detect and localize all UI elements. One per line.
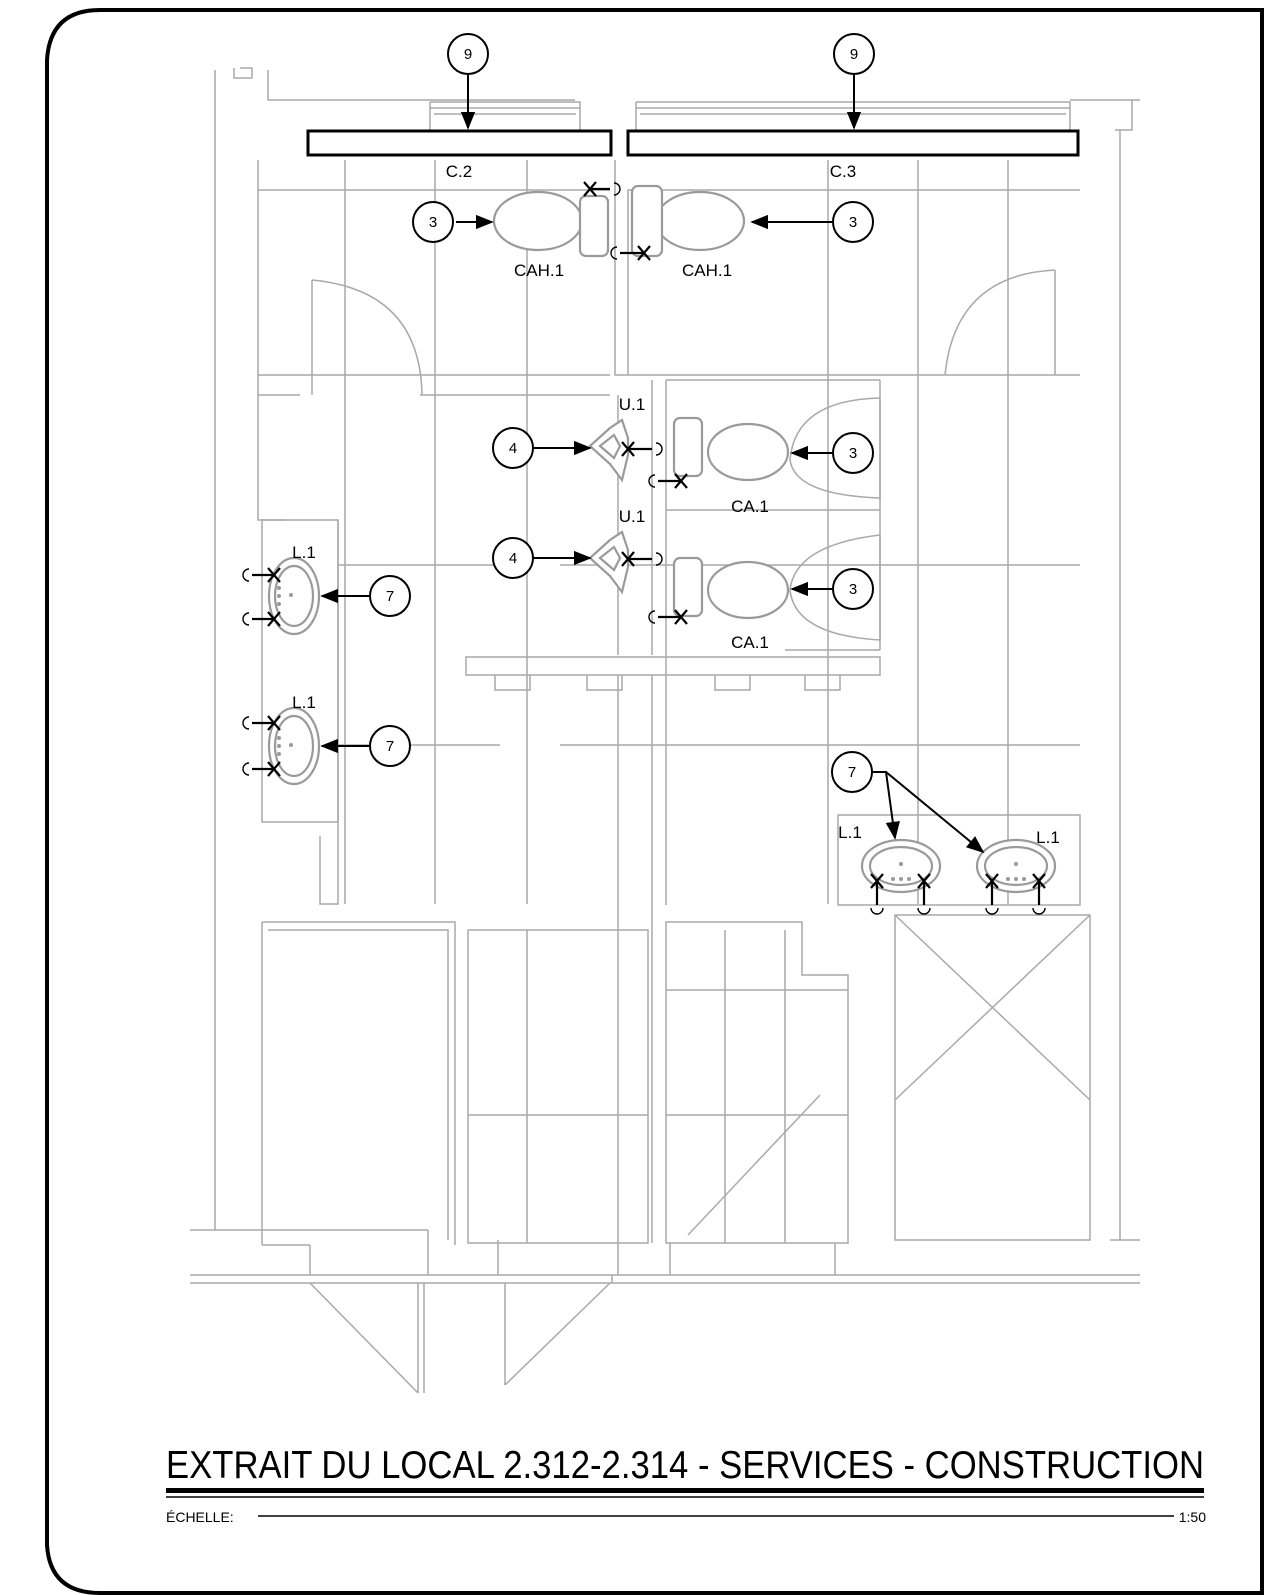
pipe-removal-symbols	[242, 181, 1046, 915]
toilet-ca1-bottom	[672, 556, 790, 620]
counter-c2	[306, 129, 613, 157]
toilet-cah1-right	[630, 184, 746, 258]
label-l1-left-bottom: L.1	[292, 693, 316, 712]
label-u1-top: U.1	[619, 395, 645, 414]
label-c3: C.3	[830, 162, 856, 181]
label-u1-bottom: U.1	[619, 507, 645, 526]
callout-4-bottom: 4	[492, 537, 534, 579]
callout-3-ca-top: 3	[832, 432, 874, 474]
label-l1-right-a: L.1	[838, 823, 862, 842]
svg-text:4: 4	[509, 550, 517, 567]
toilet-cah1-left	[492, 190, 610, 258]
callout-3-cah-left: 3	[412, 201, 454, 243]
label-ca1-bottom: CA.1	[731, 633, 769, 652]
label-c2: C.2	[446, 162, 472, 181]
sheet-border	[45, 8, 1264, 1595]
lavatory-l1-left-top	[267, 556, 321, 636]
callout-9-right: 9	[833, 33, 875, 75]
callout-leaders	[320, 74, 985, 854]
title-underline	[166, 1488, 1204, 1493]
label-cah1-left: CAH.1	[514, 261, 564, 280]
svg-text:3: 3	[429, 214, 437, 231]
lavatory-l1-left-bottom	[267, 706, 321, 786]
existing-walls	[190, 67, 1140, 1394]
svg-text:4: 4	[509, 440, 517, 457]
svg-text:3: 3	[849, 581, 857, 598]
callout-9-left: 9	[447, 33, 489, 75]
urinal-u1-top	[588, 418, 630, 483]
callout-7-left-bottom: 7	[369, 725, 411, 767]
svg-text:3: 3	[849, 445, 857, 462]
callout-3-ca-bottom: 3	[832, 568, 874, 610]
lavatory-l1-right-a	[860, 838, 942, 894]
svg-text:9: 9	[464, 46, 472, 63]
label-cah1-right: CAH.1	[682, 261, 732, 280]
scale-value: 1:50	[1179, 1509, 1206, 1525]
callout-7-left-top: 7	[369, 575, 411, 617]
lavatory-l1-right-b	[975, 838, 1057, 894]
scale-label: ÉCHELLE:	[166, 1509, 234, 1525]
counter-c3	[626, 129, 1080, 157]
svg-text:9: 9	[850, 46, 858, 63]
urinal-u1-bottom	[588, 530, 630, 595]
callout-4-top: 4	[492, 427, 534, 469]
svg-text:7: 7	[386, 588, 394, 605]
drawing-title: EXTRAIT DU LOCAL 2.312-2.314 - SERVICES …	[166, 1444, 1204, 1487]
label-l1-left-top: L.1	[292, 543, 316, 562]
callout-3-cah-right: 3	[832, 201, 874, 243]
toilet-ca1-top	[672, 416, 790, 482]
label-ca1-top: CA.1	[731, 497, 769, 516]
label-l1-right-b: L.1	[1036, 828, 1060, 847]
svg-text:7: 7	[386, 738, 394, 755]
callout-7-right: 7	[831, 751, 873, 793]
svg-text:3: 3	[849, 214, 857, 231]
svg-text:7: 7	[848, 764, 856, 781]
